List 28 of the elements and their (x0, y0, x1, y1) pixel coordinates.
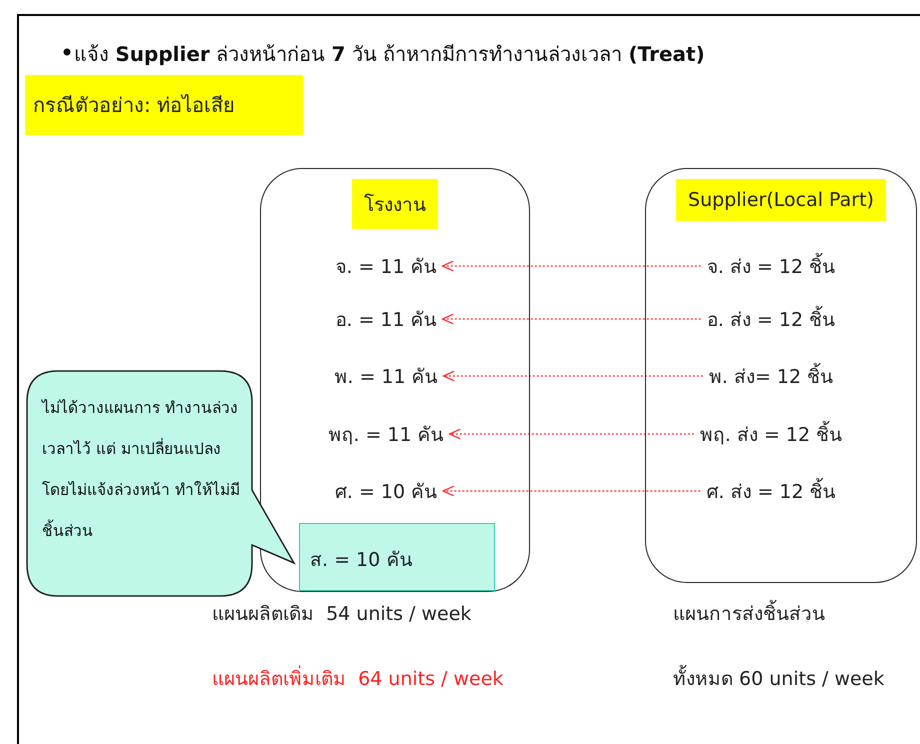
quantity-text: อ. = 11 คัน (335, 304, 437, 334)
quantity-text: ศ. = 10 คัน (334, 476, 438, 506)
heading-label: โรงงาน (352, 179, 438, 229)
plan-note: แผนผลิตเดิม 54 units / week (212, 602, 472, 627)
rounded-panel (260, 168, 530, 592)
heading-label: Supplier(Local Part) (676, 179, 886, 221)
arrow (442, 260, 701, 272)
quantity-text: พ. ส่ง= 12 ชิ้น (708, 361, 834, 391)
speech-bubble (26, 370, 298, 598)
quantity-text: จ. ส่ง = 12 ชิ้น (706, 251, 836, 281)
quantity-text: อ. ส่ง = 12 ชิ้น (706, 304, 836, 334)
callout-text: ไม่ได้วางแผนการ ทำงานล่วงเวลาไว้ แต่ มาเปลี่ยนแปลง โดยไม่แจ้งล่วงหน้า ทำให้ไม่มีชิ้นส่วน (42, 398, 241, 542)
arrow (442, 485, 700, 497)
plan-note: แผนการส่งชิ้นส่วน (673, 598, 825, 628)
quantity-text: จ. = 11 คัน (335, 251, 437, 281)
arrow (442, 313, 701, 325)
highlight-box: ส. = 10 คัน (299, 523, 495, 591)
rounded-panel (645, 168, 917, 583)
heading-text: แจ้ง Supplier ล่วงหน้าก่อน 7 วัน ถ้าหากมีการทำงานล่วงเวลา (Treat) (74, 41, 705, 68)
arrow (448, 428, 694, 440)
quantity-text: พฤ. ส่ง = 12 ชิ้น (700, 419, 842, 449)
quantity-text: พ. = 11 คัน (334, 361, 438, 391)
quantity-text: พฤ. = 11 คัน (328, 419, 444, 449)
arrow (442, 370, 703, 382)
plan-note: แผนผลิตเพิ่มเติม 64 units / week (212, 663, 504, 693)
plan-note: ทั้งหมด 60 units / week (673, 663, 884, 693)
case-label: กรณีตัวอย่าง: ท่อไอเสีย (25, 75, 303, 135)
quantity-text: ศ. ส่ง = 12 ชิ้น (706, 476, 836, 506)
